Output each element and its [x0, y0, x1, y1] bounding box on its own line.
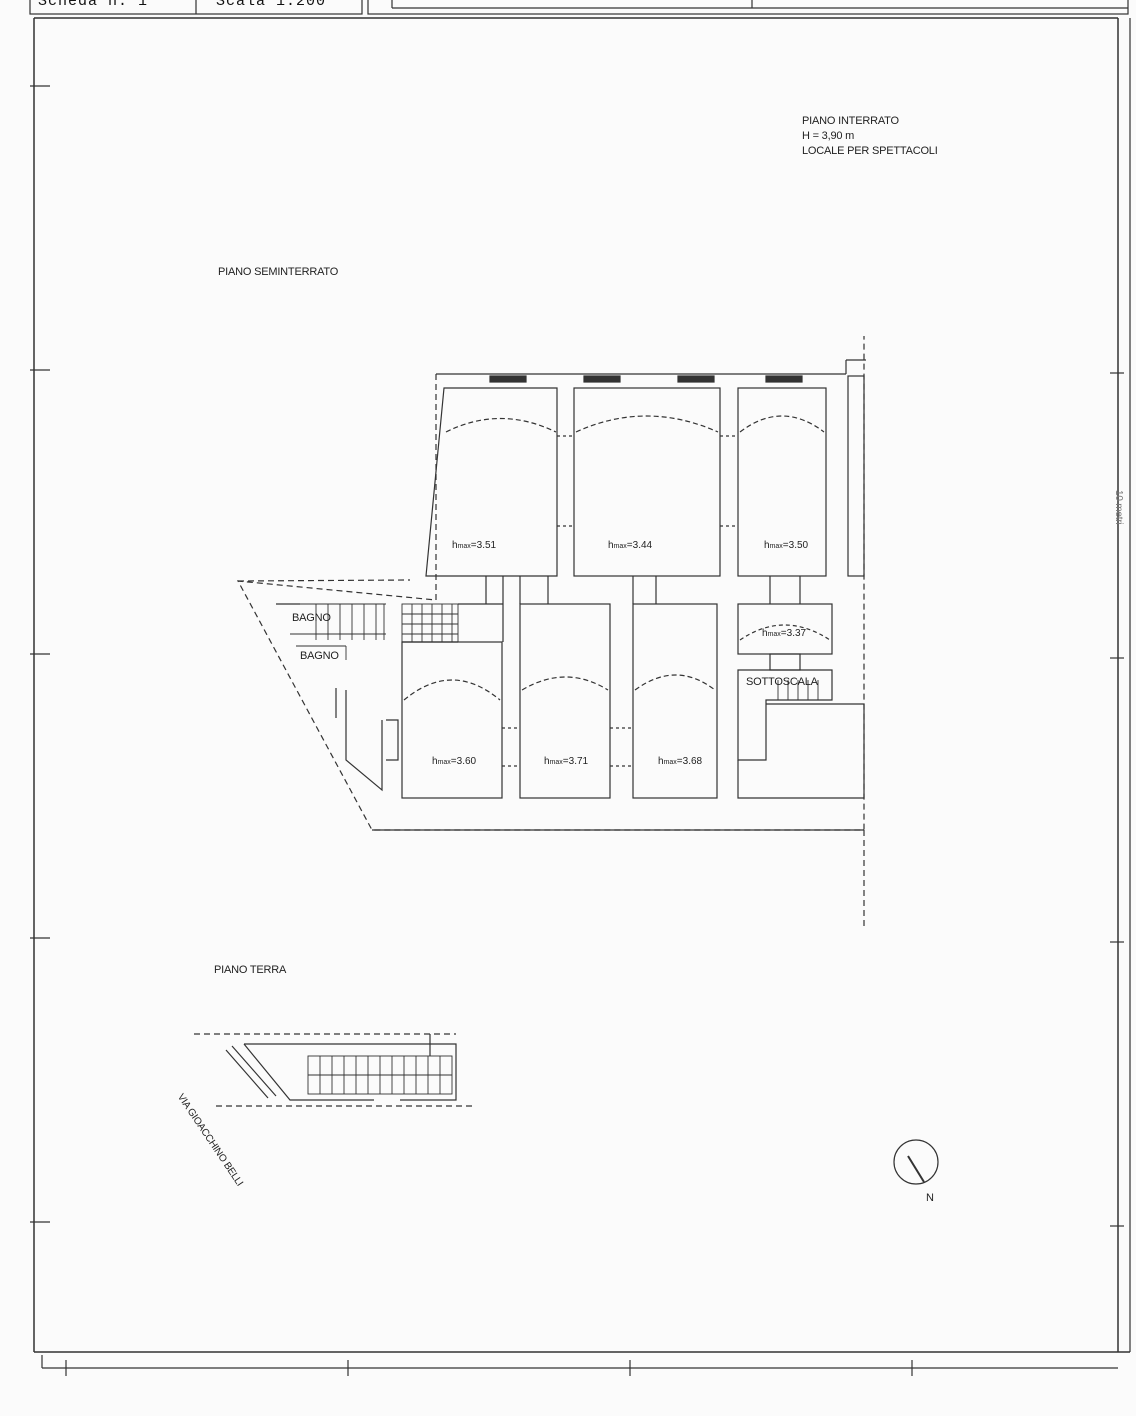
ground-floor-plan: [194, 1033, 476, 1107]
drawing-scale: Scala 1:200: [216, 0, 327, 10]
semi-basement-title: PIANO SEMINTERRATO: [218, 266, 339, 278]
basement-use: LOCALE PER SPETTACOLI: [802, 145, 938, 157]
height-label: hmax=3.68: [658, 756, 703, 767]
height-label: hmax=3.37: [762, 628, 807, 639]
height-label: hmax=3.44: [608, 540, 653, 551]
height-label: hmax=3.71: [544, 756, 589, 767]
side-scale-label: 10 metri: [1113, 490, 1124, 525]
basement-title: PIANO INTERRATO: [802, 115, 899, 127]
sheet-frame: [30, 17, 1131, 1376]
room-under-stairs: SOTTOSCALA: [746, 676, 818, 688]
room-bathroom-2: BAGNO: [300, 650, 339, 662]
sheet-number: Scheda n. 1: [38, 0, 149, 10]
basement-height: H = 3,90 m: [802, 130, 855, 142]
north-arrow-icon: [893, 1139, 939, 1185]
height-label: hmax=3.50: [764, 540, 809, 551]
height-label: hmax=3.51: [452, 540, 497, 551]
room-bathroom-1: BAGNO: [292, 612, 331, 624]
title-block: [29, 0, 1129, 15]
semi-basement-plan: [236, 336, 866, 926]
ground-floor-title: PIANO TERRA: [214, 964, 287, 976]
height-label: hmax=3.60: [432, 756, 477, 767]
north-label: N: [926, 1192, 934, 1204]
